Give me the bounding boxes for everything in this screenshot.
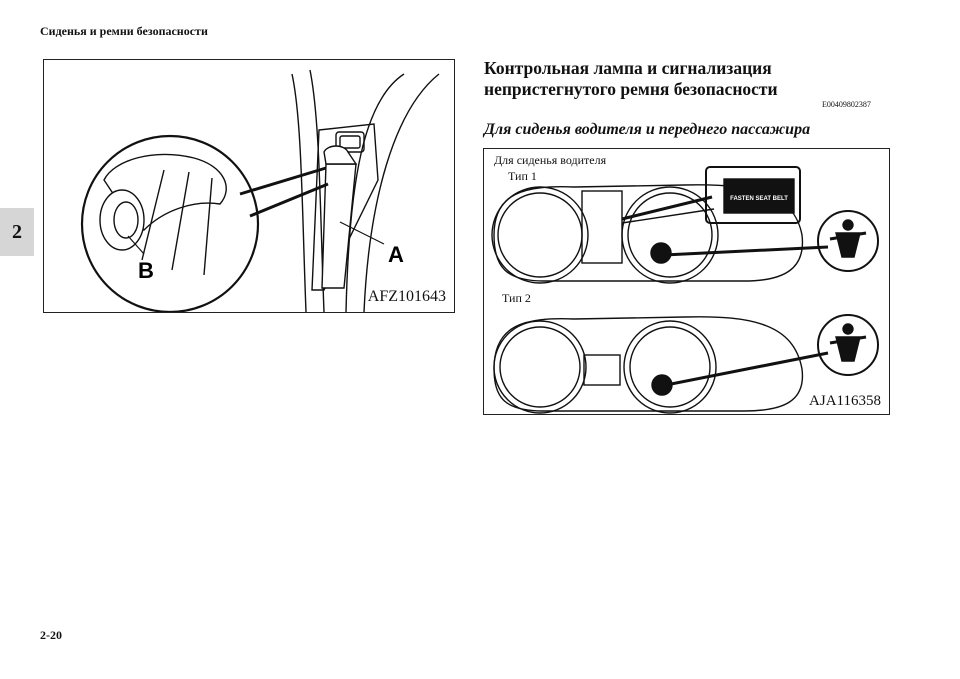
- figure-code: AFZ101643: [367, 288, 446, 305]
- type2-label: Тип 2: [502, 291, 531, 305]
- cluster-figure: FASTEN SEAT BELT Для сиденья водителя Ти…: [483, 148, 890, 415]
- section-title-line2: непристегнутого ремня безопасности: [484, 79, 778, 99]
- figure-caption: Для сиденья водителя: [494, 153, 607, 167]
- section-code: E00409802387: [822, 100, 871, 109]
- seatbelt-figure: B A AFZ101643: [43, 59, 455, 313]
- running-header: Сиденья и ремни безопасности: [40, 24, 208, 38]
- fasten-seat-belt-text: FASTEN SEAT BELT: [730, 196, 788, 202]
- page-number: 2-20: [40, 628, 62, 642]
- section-title-line1: Контрольная лампа и сигнализация: [484, 58, 772, 78]
- label-a: A: [388, 242, 404, 267]
- type1-label: Тип 1: [508, 169, 537, 183]
- seatbelt-illustration: B A: [80, 69, 440, 312]
- cluster-illustration: FASTEN SEAT BELT: [491, 166, 879, 414]
- figure-code: AJA116358: [809, 393, 881, 409]
- section-title: Контрольная лампа и сигнализация неприст…: [484, 58, 778, 100]
- chapter-tab: 2: [0, 208, 34, 256]
- section-subtitle: Для сиденья водителя и переднего пассажи…: [484, 121, 811, 138]
- label-b: B: [138, 258, 154, 283]
